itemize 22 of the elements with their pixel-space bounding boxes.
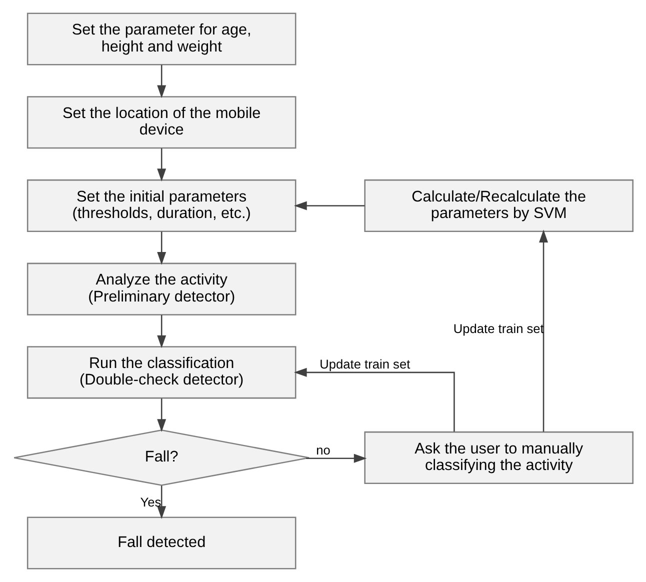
edge-label: no (316, 442, 330, 458)
edge-label: Update train set (319, 356, 410, 372)
arrow (156, 398, 166, 432)
arrow (538, 230, 548, 432)
arrow (156, 486, 166, 519)
node-box: Set the location of the mobile device (26, 96, 296, 149)
node-box: Set the parameter for age, height and weight (26, 12, 296, 66)
node-box: Fall detected (26, 516, 296, 570)
arrow (294, 201, 364, 210)
arrow (156, 64, 166, 98)
edge-label: Yes (140, 494, 161, 510)
node-box: Run the classification (Double-check detector) (26, 346, 296, 399)
arrow (306, 454, 366, 463)
arrow (293, 368, 454, 432)
node-box: Analyze the activity (Preliminary detector) (26, 262, 296, 316)
node-box: Set the initial parameters (thresholds, duration, etc.) (26, 179, 296, 232)
node-box: Calculate/Recalculate the parameters by SVM (364, 179, 633, 232)
arrow (156, 148, 166, 182)
node-box: Ask the user to manually classifying the activity (364, 431, 633, 484)
arrow (156, 315, 166, 348)
arrow (156, 232, 166, 265)
node-diamond: Fall? (13, 429, 310, 486)
